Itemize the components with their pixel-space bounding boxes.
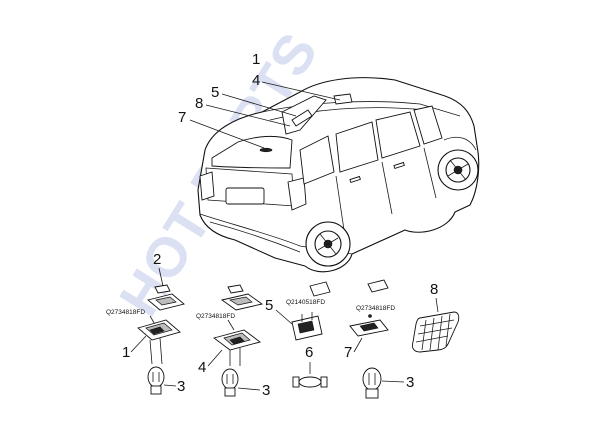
upper-callouts: 1 4 5 8 7 bbox=[178, 51, 341, 149]
clip-part bbox=[154, 284, 171, 294]
callout-1-low: 1 bbox=[122, 344, 130, 361]
callout-3-c: 3 bbox=[406, 374, 414, 391]
bulb-a bbox=[147, 366, 165, 395]
part-group-1: 2 Q2734818FD 1 3 bbox=[106, 251, 185, 395]
part-group-7: Q2734818FD 7 3 bbox=[344, 279, 414, 399]
callout-5-low: 5 bbox=[265, 297, 273, 314]
callout-7-top: 7 bbox=[178, 109, 186, 126]
callout-7-low: 7 bbox=[344, 344, 352, 361]
part-group-5: Q2140518FD 5 6 bbox=[265, 281, 331, 388]
callout-8-top: 8 bbox=[195, 95, 203, 112]
bulb-b bbox=[221, 368, 239, 397]
clip-part-4 bbox=[227, 284, 244, 294]
suv-illustration bbox=[197, 77, 480, 273]
part-code-5: Q2140518FD bbox=[286, 299, 325, 306]
callout-4-top: 4 bbox=[252, 72, 260, 89]
callout-4-low: 4 bbox=[198, 359, 206, 376]
callout-1-top: 1 bbox=[252, 51, 260, 68]
callout-8-low: 8 bbox=[430, 281, 438, 298]
part-group-4: Q2734818FD 4 3 bbox=[196, 284, 270, 399]
callout-5-top: 5 bbox=[211, 84, 219, 101]
callout-3-a: 3 bbox=[177, 378, 185, 395]
part-code-7: Q2734818FD bbox=[356, 305, 395, 312]
lamp-lens bbox=[411, 311, 460, 353]
callout-2: 2 bbox=[153, 251, 161, 268]
callout-3-b: 3 bbox=[262, 382, 270, 399]
part-code-1: Q2734818FD bbox=[106, 309, 145, 316]
lens-cover-7 bbox=[367, 279, 389, 293]
part-code-4: Q2734818FD bbox=[196, 313, 235, 320]
callout-6: 6 bbox=[305, 344, 313, 361]
lens-cover-5 bbox=[309, 281, 331, 297]
part-group-8: 8 bbox=[411, 281, 460, 353]
festoon-bulb bbox=[292, 376, 328, 388]
bulb-c bbox=[362, 367, 382, 399]
